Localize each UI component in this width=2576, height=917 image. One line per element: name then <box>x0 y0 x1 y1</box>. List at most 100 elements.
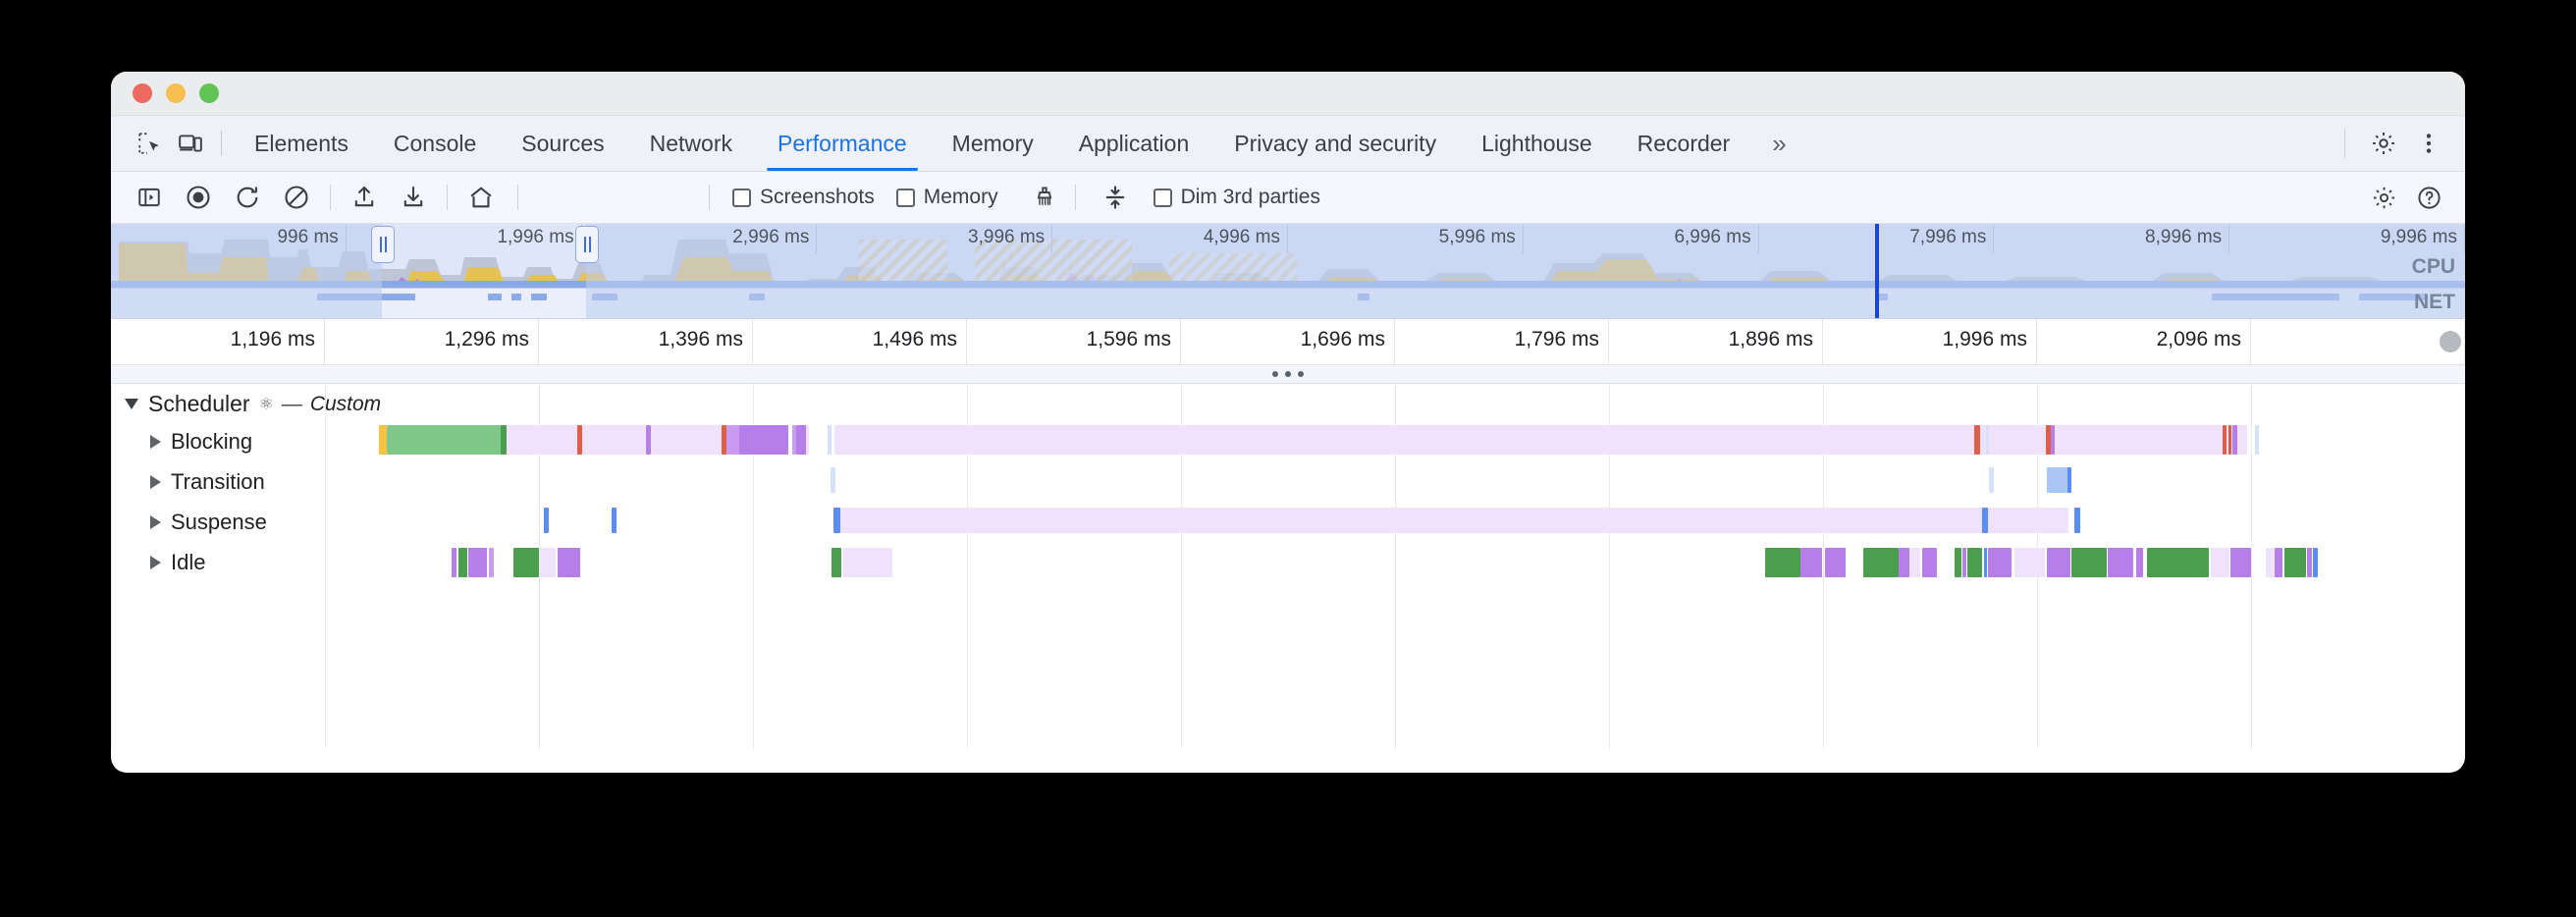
flame-event-bar[interactable] <box>796 425 807 455</box>
track-lane-transition[interactable] <box>111 467 2465 493</box>
track-row-idle[interactable]: Idle <box>111 542 2465 582</box>
track-row-suspense[interactable]: Suspense <box>111 502 2465 542</box>
flame-event-bar[interactable] <box>646 425 651 455</box>
flame-event-bar[interactable] <box>451 548 456 577</box>
flame-event-bar[interactable] <box>2046 548 2070 577</box>
flame-event-bar[interactable] <box>738 425 788 455</box>
clear-icon[interactable] <box>272 176 321 219</box>
flame-event-bar[interactable] <box>1863 548 1900 577</box>
track-lane-blocking[interactable] <box>111 425 2465 455</box>
flame-event-bar[interactable] <box>1909 548 1921 577</box>
track-lane-idle[interactable] <box>111 548 2465 577</box>
flame-event-bar[interactable] <box>557 548 581 577</box>
flame-event-bar[interactable] <box>2306 548 2312 577</box>
track-row-blocking[interactable]: Blocking <box>111 421 2465 461</box>
flame-event-bar[interactable] <box>2014 548 2045 577</box>
flame-event-bar[interactable] <box>2222 425 2227 455</box>
flame-event-bar[interactable] <box>500 425 508 455</box>
expand-track-triangle-icon[interactable] <box>150 514 161 529</box>
flame-event-bar[interactable] <box>2283 548 2306 577</box>
device-toolbar-icon[interactable] <box>170 124 211 163</box>
flame-event-bar[interactable] <box>806 425 810 455</box>
flame-event-bar[interactable] <box>2046 467 2068 493</box>
flame-event-bar[interactable] <box>1765 548 1801 577</box>
flame-event-bar[interactable] <box>378 425 388 455</box>
flame-chart[interactable]: Scheduler ⚛ — Custom Blocking Transition <box>111 384 2465 749</box>
flame-event-bar[interactable] <box>1983 548 1988 577</box>
timeline-ruler[interactable]: 1,196 ms 1,296 ms 1,396 ms 1,496 ms 1,59… <box>111 319 2465 365</box>
flame-event-bar[interactable] <box>2255 425 2259 455</box>
save-profile-icon[interactable] <box>389 176 438 219</box>
flame-event-bar[interactable] <box>1899 548 1910 577</box>
inspect-element-icon[interactable] <box>129 124 170 163</box>
flame-event-bar[interactable] <box>2070 548 2107 577</box>
screenshots-checkbox[interactable]: Screenshots <box>732 186 875 209</box>
panel-resize-handle[interactable] <box>111 365 2465 384</box>
dim-3rd-parties-checkbox[interactable]: Dim 3rd parties <box>1153 186 1320 209</box>
close-window-button[interactable] <box>133 83 152 103</box>
flame-event-bar[interactable] <box>2055 425 2248 455</box>
help-icon[interactable] <box>2406 175 2451 220</box>
flame-event-bar[interactable] <box>839 508 2069 533</box>
collapse-tracks-icon[interactable] <box>1091 176 1140 219</box>
expand-track-triangle-icon[interactable] <box>150 555 161 569</box>
flame-event-bar[interactable] <box>2274 548 2283 577</box>
flame-event-bar[interactable] <box>488 548 494 577</box>
flame-event-bar[interactable] <box>2046 425 2052 455</box>
flame-event-bar[interactable] <box>2136 548 2143 577</box>
load-profile-icon[interactable] <box>340 176 389 219</box>
track-row-header[interactable]: Suspense <box>150 502 267 542</box>
flame-event-bar[interactable] <box>833 508 840 533</box>
timeline-overview[interactable]: 996 ms 1,996 ms 2,996 ms 3,996 ms 4,996 … <box>111 224 2465 319</box>
flame-event-bar[interactable] <box>725 425 739 455</box>
flame-event-bar[interactable] <box>1982 508 1989 533</box>
record-icon[interactable] <box>174 176 223 219</box>
track-row-header[interactable]: Blocking <box>150 421 252 461</box>
expand-track-triangle-icon[interactable] <box>150 434 161 449</box>
toggle-sidebar-icon[interactable] <box>125 176 174 219</box>
track-row-transition[interactable]: Transition <box>111 461 2465 502</box>
minimize-window-button[interactable] <box>166 83 186 103</box>
overview-window-right-handle[interactable] <box>575 226 599 263</box>
collect-garbage-icon[interactable] <box>1020 176 1069 219</box>
flame-event-bar[interactable] <box>512 548 539 577</box>
flame-event-bar[interactable] <box>2313 548 2318 577</box>
flame-event-bar[interactable] <box>458 548 467 577</box>
flame-event-bar[interactable] <box>2051 425 2056 455</box>
flame-event-bar[interactable] <box>2066 467 2072 493</box>
flame-event-bar[interactable] <box>544 508 550 533</box>
tab-sources[interactable]: Sources <box>499 116 626 171</box>
flame-event-bar[interactable] <box>831 467 836 493</box>
tab-privacy-and-security[interactable]: Privacy and security <box>1211 116 1459 171</box>
flame-event-bar[interactable] <box>1985 425 1990 455</box>
tab-console[interactable]: Console <box>371 116 499 171</box>
flame-event-bar[interactable] <box>2266 548 2275 577</box>
track-row-header[interactable]: Transition <box>150 461 265 502</box>
flame-event-bar[interactable] <box>792 425 797 455</box>
tab-elements[interactable]: Elements <box>232 116 371 171</box>
expand-track-triangle-icon[interactable] <box>150 474 161 489</box>
capture-settings-gear-icon[interactable] <box>2361 175 2406 220</box>
flame-event-bar[interactable] <box>650 425 722 455</box>
flame-event-bar[interactable] <box>833 425 2044 455</box>
flame-event-bar[interactable] <box>2228 425 2232 455</box>
flame-event-bar[interactable] <box>828 425 832 455</box>
flame-event-bar[interactable] <box>2230 548 2251 577</box>
tab-lighthouse[interactable]: Lighthouse <box>1459 116 1615 171</box>
flame-event-bar[interactable] <box>1974 425 1981 455</box>
flame-event-bar[interactable] <box>540 548 557 577</box>
flame-event-bar[interactable] <box>831 548 842 577</box>
flame-event-bar[interactable] <box>1988 467 1994 493</box>
flame-event-bar[interactable] <box>2074 508 2080 533</box>
flame-event-bar[interactable] <box>582 425 647 455</box>
track-group-scheduler[interactable]: Scheduler ⚛ — Custom <box>111 384 2465 421</box>
flame-event-bar[interactable] <box>1922 548 1937 577</box>
flame-event-bar[interactable] <box>2107 548 2134 577</box>
flame-event-bar[interactable] <box>507 425 578 455</box>
flame-event-bar[interactable] <box>2210 548 2230 577</box>
zoom-window-button[interactable] <box>199 83 219 103</box>
flame-event-bar[interactable] <box>2232 425 2238 455</box>
more-options-kebab-icon[interactable] <box>2406 121 2451 166</box>
flame-event-bar[interactable] <box>468 548 487 577</box>
flame-event-bar[interactable] <box>612 508 617 533</box>
